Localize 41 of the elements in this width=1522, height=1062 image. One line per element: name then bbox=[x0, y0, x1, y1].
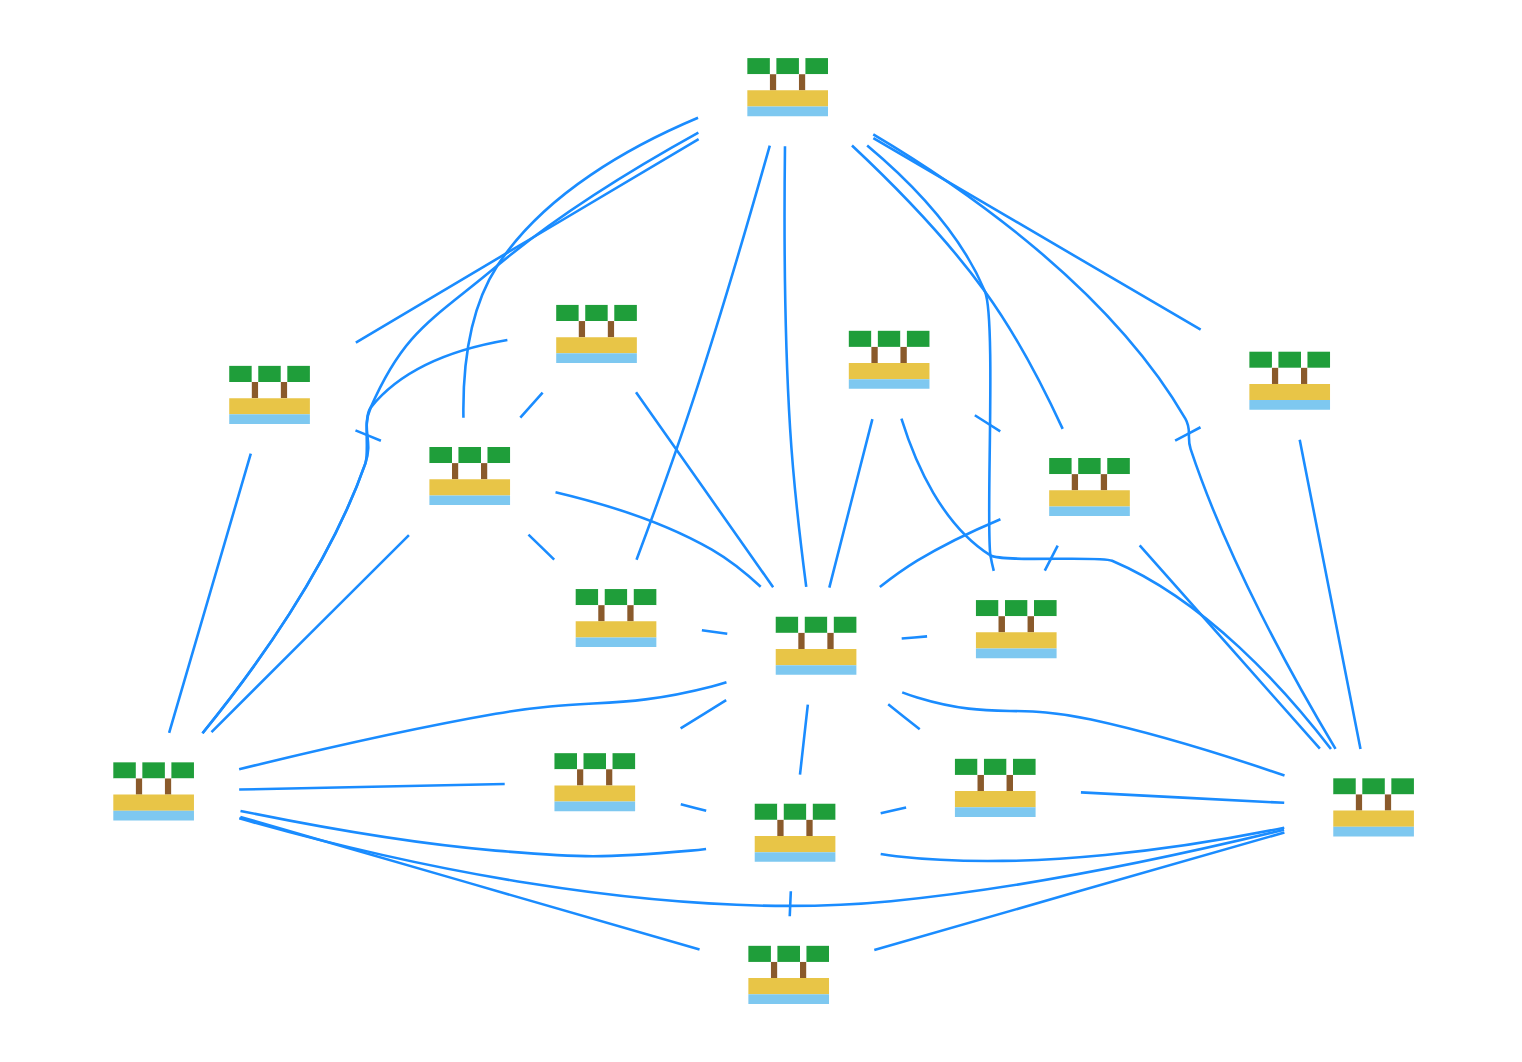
connector bbox=[1297, 439, 1361, 750]
connector bbox=[797, 704, 809, 775]
connector bbox=[526, 533, 555, 561]
connector bbox=[238, 782, 504, 791]
connector bbox=[865, 144, 995, 572]
connector bbox=[886, 703, 920, 731]
connector bbox=[239, 809, 706, 858]
connector bbox=[1173, 426, 1201, 442]
connector bbox=[1079, 791, 1284, 805]
connector bbox=[871, 137, 1201, 331]
connector bbox=[354, 429, 381, 442]
connector bbox=[518, 391, 543, 419]
connector bbox=[871, 133, 1336, 750]
connector bbox=[461, 116, 698, 418]
connector bbox=[872, 831, 1284, 952]
connector bbox=[166, 453, 251, 734]
connector bbox=[633, 391, 774, 588]
connector bbox=[1042, 545, 1058, 572]
connector bbox=[1137, 544, 1320, 750]
connector bbox=[899, 418, 1331, 750]
connector bbox=[900, 635, 927, 640]
connector bbox=[782, 146, 807, 587]
connector bbox=[700, 628, 727, 635]
connector bbox=[973, 414, 1000, 433]
connector bbox=[879, 806, 906, 815]
connector bbox=[209, 534, 409, 733]
connector bbox=[678, 699, 726, 730]
connector bbox=[237, 817, 1284, 907]
connector bbox=[554, 490, 761, 588]
connector bbox=[679, 803, 706, 812]
connector bbox=[879, 826, 1284, 863]
connector bbox=[787, 891, 792, 917]
connector bbox=[850, 144, 1063, 430]
connector bbox=[878, 518, 1000, 589]
connector bbox=[237, 681, 726, 771]
connector bbox=[238, 815, 699, 951]
connector bbox=[900, 691, 1284, 777]
connector bbox=[634, 145, 771, 561]
connector bbox=[200, 131, 698, 734]
connector bbox=[354, 137, 699, 344]
connector bbox=[827, 418, 873, 588]
